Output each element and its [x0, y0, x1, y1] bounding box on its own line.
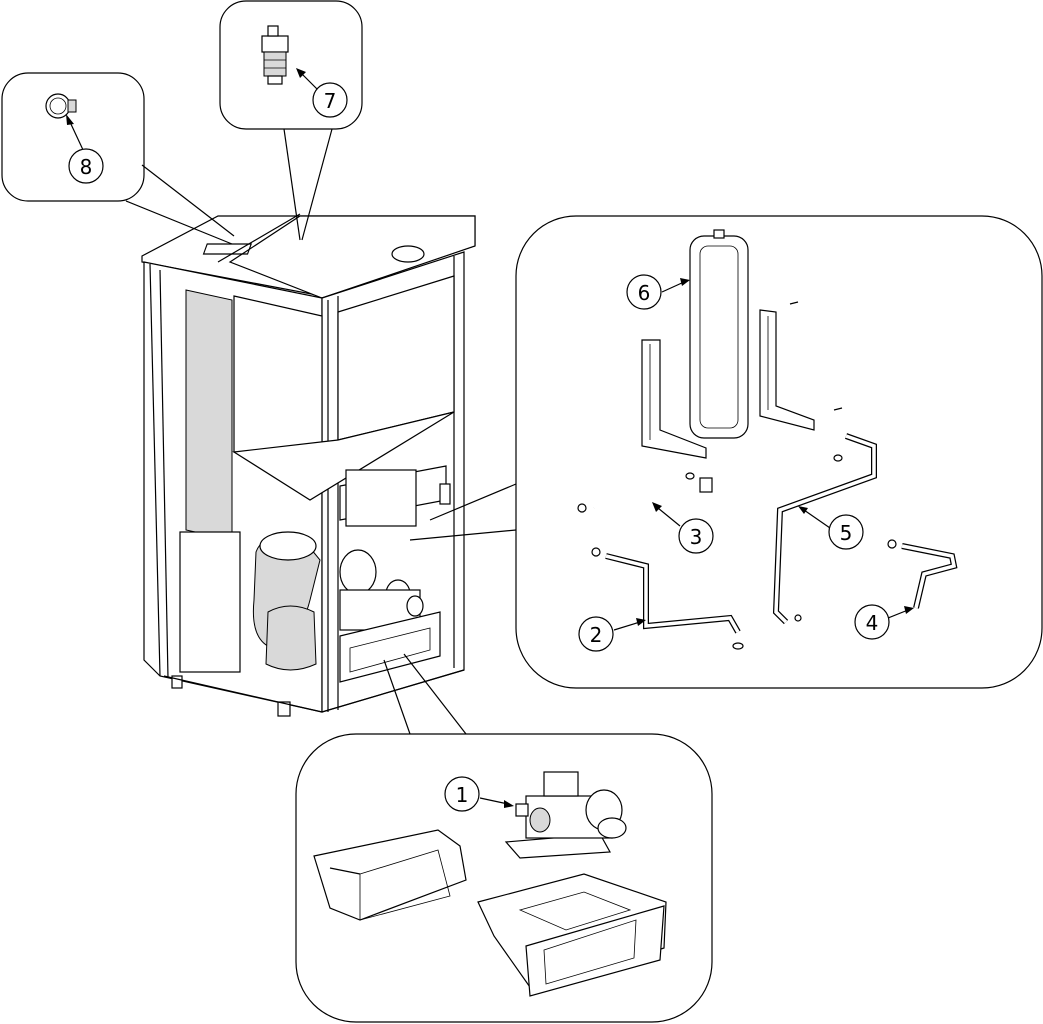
detail-box-7: 7 [219, 0, 363, 241]
pump-assembly [504, 771, 627, 859]
air-vent-valve-icon [261, 25, 289, 85]
base-plate [477, 873, 667, 997]
callout-6-circle [626, 274, 662, 310]
gauge-icon [45, 93, 77, 119]
callout-3-circle [678, 518, 714, 554]
detail-box-8: 8 [1, 72, 235, 245]
bracket-left [641, 339, 707, 459]
pipe-2 [591, 547, 744, 650]
callout-8-label: 8 [80, 155, 93, 179]
bracket-right [759, 301, 843, 431]
detail-box-pipes: 6 3 2 [409, 215, 1043, 689]
callout-4-circle [854, 604, 890, 640]
boiler-unit [141, 213, 476, 717]
callout-7-circle [312, 82, 348, 118]
callout-1-label: 1 [456, 783, 469, 807]
callout-4-label: 4 [866, 611, 879, 635]
pipe-4 [887, 539, 958, 609]
detail-box-pump-group: 1 [295, 653, 713, 1023]
tray [313, 829, 467, 921]
pipe-5 [772, 433, 877, 625]
callout-2-circle [578, 616, 614, 652]
callout-1-circle [444, 776, 480, 812]
pipe-3 [577, 472, 713, 513]
callout-2-label: 2 [590, 623, 603, 647]
expansion-tank [689, 229, 749, 439]
callout-3-label: 3 [690, 525, 703, 549]
callout-8-circle [68, 148, 104, 184]
callout-7-label: 7 [324, 89, 337, 113]
callout-5-label: 5 [840, 521, 853, 545]
callout-5-circle [828, 514, 864, 550]
callout-6-label: 6 [638, 281, 651, 305]
